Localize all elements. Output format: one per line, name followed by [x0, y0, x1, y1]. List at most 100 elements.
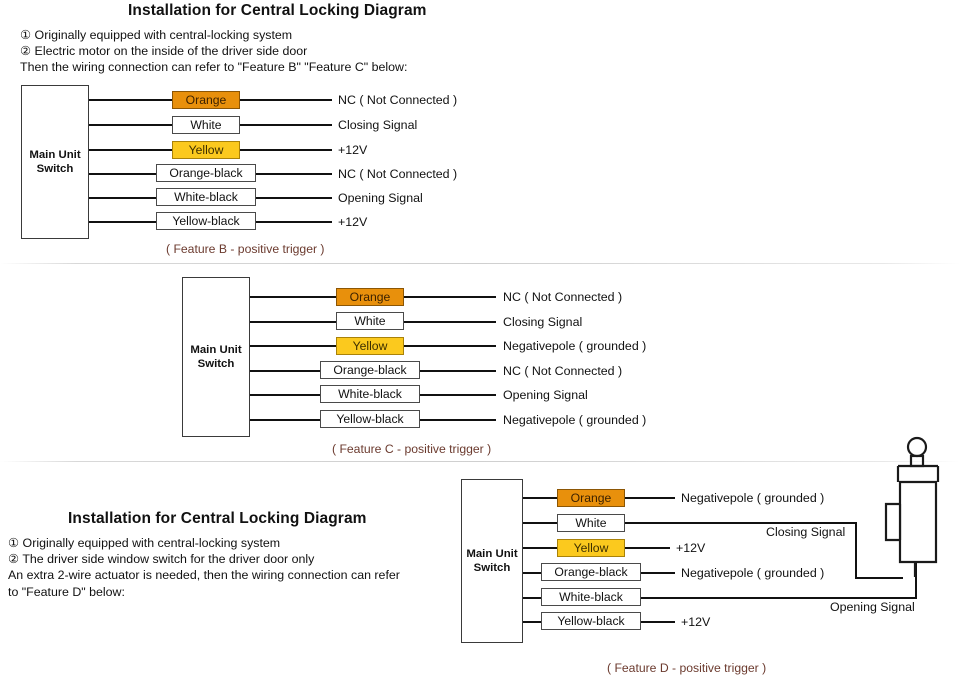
wire-tag-label: White [575, 516, 607, 530]
signal-label: Negativepole ( grounded ) [681, 491, 825, 505]
wire-tag-orange-black: Orange-black [156, 164, 256, 182]
note-line: ① Originally equipped with central-locki… [8, 536, 281, 550]
wire-segment-right [256, 221, 332, 223]
wire-tag-label: Yellow-black [557, 614, 625, 628]
wire-segment-left [250, 296, 336, 298]
wire-segment-left [250, 419, 320, 421]
wire-segment-right [404, 345, 496, 347]
note-line: ① Originally equipped with central-locki… [20, 28, 293, 42]
wire-segment-right [625, 547, 670, 549]
note-line: ② Electric motor on the inside of the dr… [20, 44, 308, 59]
wire-segment-left [523, 621, 541, 623]
wire-tag-white-black: White-black [320, 385, 420, 403]
wire-tag-label: White-black [174, 190, 238, 204]
wire-segment-right [420, 419, 496, 421]
wire-tag-label: Orange [185, 93, 227, 107]
wire-tag-label: Orange [570, 491, 612, 505]
signal-label: +12V [676, 541, 706, 555]
main-unit-switch-box: Main Unit Switch [182, 277, 250, 437]
signal-label: NC ( Not Connected ) [338, 93, 458, 107]
wire-route-closing-to-actuator [855, 577, 903, 579]
opening-signal-label: Opening Signal [827, 600, 918, 614]
wire-segment-right [240, 99, 332, 101]
wire-tag-orange-black: Orange-black [320, 361, 420, 379]
note-line: An extra 2-wire actuator is needed, then… [8, 568, 400, 583]
wire-tag-yellow: Yellow [336, 337, 404, 355]
wire-segment-right [420, 394, 496, 396]
wire-tag-label: Orange-black [169, 166, 243, 180]
wire-segment-right [240, 124, 332, 126]
wire-tag-yellow: Yellow [172, 141, 240, 159]
section-divider [0, 263, 960, 264]
section1-notes: ① Originally equipped with central-locki… [20, 27, 407, 76]
wire-segment-right [641, 572, 675, 574]
wire-segment-left [523, 597, 541, 599]
signal-label: Closing Signal [338, 118, 418, 132]
wire-tag-white: White [172, 116, 240, 134]
lock-actuator-icon [884, 436, 940, 577]
signal-label: Negativepole ( grounded ) [503, 413, 647, 427]
wire-segment-right [404, 296, 496, 298]
wire-tag-yellow-black: Yellow-black [156, 212, 256, 230]
closing-signal-label: Closing Signal [763, 525, 849, 539]
main-unit-switch-label: Main Unit Switch [190, 344, 242, 370]
section3-notes: ① Originally equipped with central-locki… [8, 535, 400, 600]
wire-segment-left [523, 547, 557, 549]
signal-label: +12V [338, 143, 368, 157]
wire-segment-left [89, 124, 172, 126]
section3-title: Installation for Central Locking Diagram [68, 510, 367, 527]
wire-segment-left [250, 321, 336, 323]
wire-segment-right [256, 197, 332, 199]
wire-tag-yellow: Yellow [557, 539, 625, 557]
wire-segment-right [404, 321, 496, 323]
main-unit-switch-label: Main Unit Switch [29, 149, 81, 175]
wire-tag-label: Orange-black [554, 565, 628, 579]
wire-segment-right [420, 370, 496, 372]
wire-tag-yellow-black: Yellow-black [320, 410, 420, 428]
wire-tag-orange-black: Orange-black [541, 563, 641, 581]
signal-label: NC ( Not Connected ) [338, 167, 458, 181]
wire-tag-white: White [557, 514, 625, 532]
wire-segment-right [641, 621, 675, 623]
wire-segment-right [256, 173, 332, 175]
wire-tag-label: Yellow-black [336, 412, 404, 426]
wire-segment-left [89, 197, 156, 199]
section3-caption: ( Feature D - positive trigger ) [607, 661, 767, 675]
wire-segment-left [89, 173, 156, 175]
wire-tag-label: Orange [349, 290, 391, 304]
wire-tag-white: White [336, 312, 404, 330]
wire-tag-label: Yellow [188, 143, 224, 157]
wire-tag-white-black: White-black [156, 188, 256, 206]
section2-caption: ( Feature C - positive trigger ) [332, 442, 492, 456]
main-unit-switch-label: Main Unit Switch [466, 548, 518, 574]
wire-segment-left [523, 572, 541, 574]
wire-tag-label: Yellow-black [172, 214, 240, 228]
section1-caption: ( Feature B - positive trigger ) [166, 242, 325, 256]
wire-tag-orange: Orange [336, 288, 404, 306]
signal-label: NC ( Not Connected ) [503, 290, 623, 304]
signal-label: Negativepole ( grounded ) [681, 566, 825, 580]
wire-tag-label: Yellow [352, 339, 388, 353]
wire-tag-white-black: White-black [541, 588, 641, 606]
wire-segment-left [89, 99, 172, 101]
signal-label: Closing Signal [503, 315, 583, 329]
wire-tag-label: White-black [559, 590, 623, 604]
wire-segment-left [250, 370, 320, 372]
main-unit-switch-box: Main Unit Switch [21, 85, 89, 239]
wire-tag-label: White-black [338, 387, 402, 401]
note-line: to "Feature D" below: [8, 584, 125, 599]
note-line: Then the wiring connection can refer to … [20, 60, 408, 75]
wire-tag-orange: Orange [557, 489, 625, 507]
note-line: ② The driver side window switch for the … [8, 552, 315, 567]
wire-tag-orange: Orange [172, 91, 240, 109]
wire-segment-left [89, 149, 172, 151]
signal-label: Opening Signal [338, 191, 423, 205]
signal-label: Negativepole ( grounded ) [503, 339, 647, 353]
wire-segment-right [625, 497, 675, 499]
wire-segment-left [250, 394, 320, 396]
main-unit-switch-box: Main Unit Switch [461, 479, 523, 643]
wire-route-opening-horizontal [641, 597, 917, 599]
wire-segment-right [240, 149, 332, 151]
wire-tag-label: Orange-black [333, 363, 407, 377]
section-divider [0, 461, 960, 462]
